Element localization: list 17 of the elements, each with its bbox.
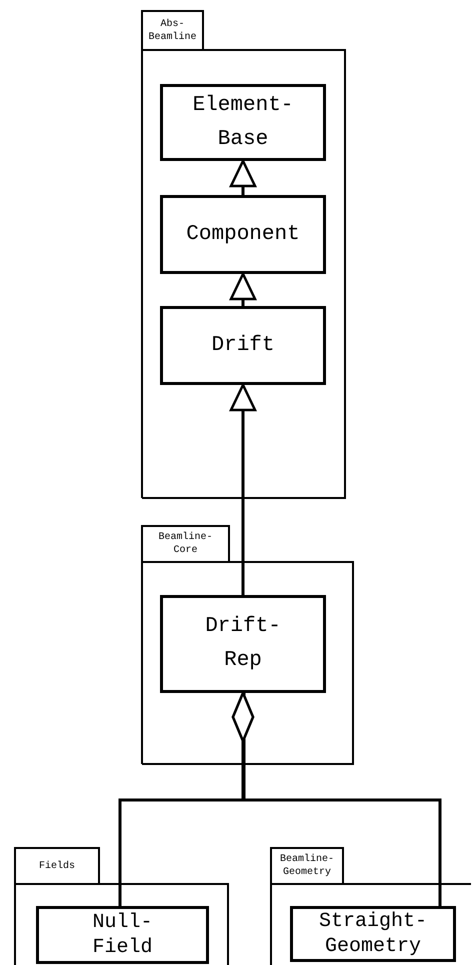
package-label: Beamline- Geometry — [279, 852, 336, 880]
package-label: Beamline- Core — [158, 530, 214, 558]
class-box: Drift — [160, 306, 326, 385]
class-box: Drift- Rep — [160, 595, 326, 693]
package-frame — [14, 847, 229, 965]
class-box: Straight- Geometry — [290, 906, 456, 962]
package-label: Abs- Beamline — [147, 18, 198, 44]
inheritance-arrow — [230, 160, 256, 195]
aggregation-connector — [232, 692, 442, 906]
inheritance-arrow — [230, 272, 256, 306]
package-frame — [141, 10, 346, 498]
class-box: Element- Base — [160, 84, 326, 161]
package-label: Fields — [38, 860, 76, 874]
class-box: Null- Field — [36, 906, 209, 964]
package-frame — [270, 847, 472, 965]
package-frame — [141, 525, 354, 764]
class-box: Component — [160, 195, 326, 274]
